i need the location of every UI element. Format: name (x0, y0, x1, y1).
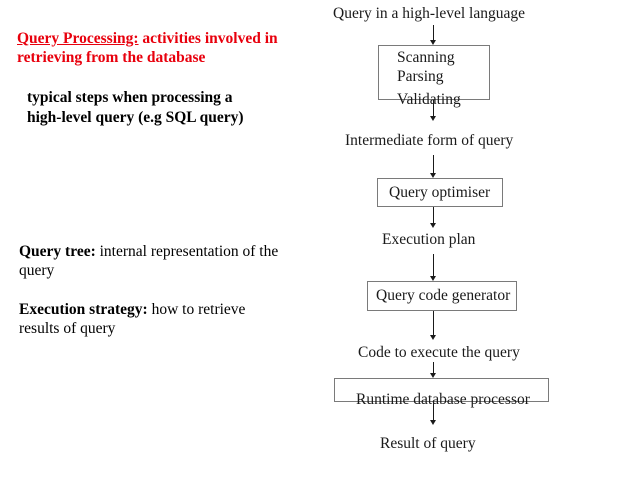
note-execution-strategy: Execution strategy: how to retrieve resu… (19, 300, 287, 338)
flow-box-scanning-line-3: Validating (397, 91, 461, 108)
note-query-processing: Query Processing: activities involved in… (17, 29, 279, 67)
arrow-down-icon (429, 254, 438, 281)
note-typical-steps-text: typical steps when processing a high-lev… (27, 89, 244, 126)
note-query-processing-body: activities involved in retrieving from t… (17, 30, 278, 66)
flow-box-scanning-parsing-validating: Scanning Parsing Validating (378, 45, 490, 108)
flow-label-result-of-query: Result of query (380, 435, 476, 452)
arrow-down-icon (429, 362, 438, 378)
arrow-down-icon (429, 155, 438, 178)
flow-box-scanning-line-1: Scanning (397, 49, 455, 66)
note-query-tree-body: internal representation of the query (19, 243, 279, 279)
arrow-down-icon (429, 207, 438, 228)
explanatory-notes-column: Query Processing: activities involved in… (17, 29, 287, 338)
arrow-down-icon (429, 25, 438, 45)
note-typical-steps: typical steps when processing a high-lev… (27, 88, 267, 128)
flow-label-code-to-execute-the-query: Code to execute the query (358, 344, 520, 361)
flow-box-query-code-generator: Query code generator (367, 281, 517, 311)
flow-box-query-optimiser-label: Query optimiser (389, 184, 491, 201)
arrow-down-icon (429, 403, 438, 425)
note-query-processing-term: Query Processing: (17, 30, 139, 47)
flow-box-query-code-generator-label: Query code generator (376, 287, 511, 304)
flow-label-intermediate-form-of-query: Intermediate form of query (345, 132, 514, 149)
query-processing-flowchart: Query in a high-level language Scanning … (320, 0, 638, 478)
arrow-down-icon (429, 311, 438, 340)
note-query-tree: Query tree: internal representation of t… (19, 242, 287, 280)
flow-box-scanning-line-2: Parsing (397, 68, 444, 85)
note-execution-strategy-term: Execution strategy: (19, 301, 148, 318)
flow-box-runtime-database-processor: Runtime database processor (334, 378, 549, 408)
flow-label-query-in-high-level-language: Query in a high-level language (333, 5, 525, 22)
arrow-down-icon (429, 100, 438, 121)
flow-box-query-optimiser: Query optimiser (377, 178, 503, 207)
flow-label-execution-plan: Execution plan (382, 231, 476, 248)
note-query-tree-term: Query tree: (19, 243, 96, 260)
flow-box-runtime-database-processor-label: Runtime database processor (356, 391, 530, 408)
note-execution-strategy-body: how to retrieve results of query (19, 301, 246, 337)
